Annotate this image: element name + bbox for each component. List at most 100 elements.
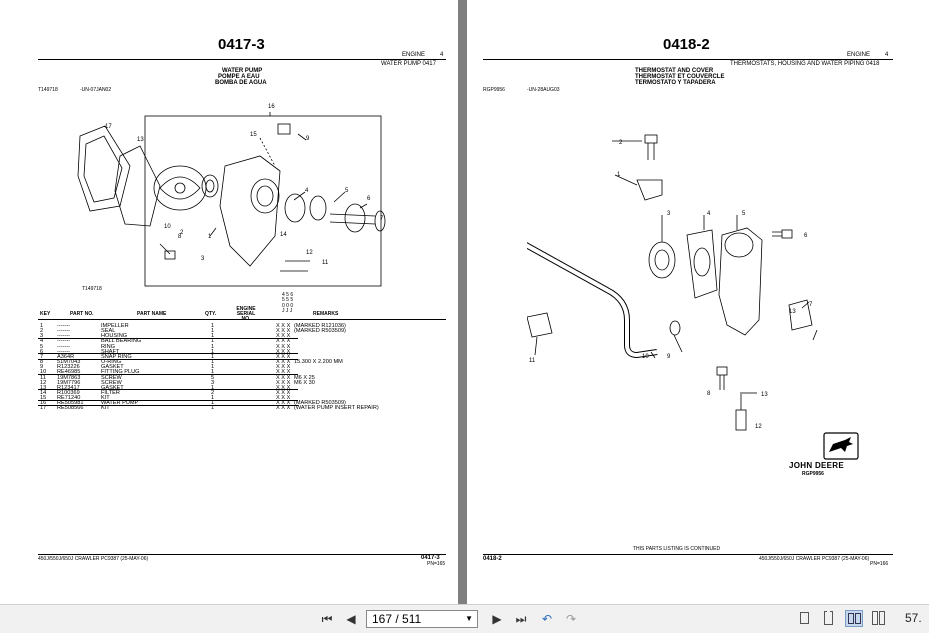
table-row-divider (38, 404, 298, 406)
left-footer-text: 450J/550J/650J CRAWLER PC9387 (25-MAY-06… (38, 556, 149, 562)
right-footer-page: 0418-2 (483, 556, 502, 562)
table-row-divider (38, 374, 298, 375)
table-row-divider (38, 337, 298, 339)
cell-qty: 1 (211, 369, 215, 376)
cell-remarks: (WATER PUMP INSERT REPAIR) (294, 405, 379, 412)
cell-qty: 1 (211, 343, 215, 350)
cell-x: X X X (276, 374, 291, 381)
cell-x: X X X (276, 395, 291, 402)
cell-qty: 1 (211, 338, 215, 345)
cell-x: X X X (276, 405, 291, 412)
right-title-en: THERMOSTAT AND COVER (635, 68, 714, 74)
right-section-number: 4 (885, 52, 889, 58)
left-document-page: 0417-3 ENGINE 4 WATER PUMP 0417 WATER PU… (0, 0, 458, 604)
cell-key: 7 (40, 353, 44, 360)
cell-part-no: RE508566 (57, 405, 84, 412)
last-page-button[interactable]: ⏭ (515, 612, 527, 626)
cell-part-no: ------- (57, 348, 71, 355)
cell-qty: 3 (211, 379, 215, 386)
cell-key: 16 (40, 400, 47, 407)
remarks-header: REMARKS (313, 311, 339, 317)
right-title-es: TERMOSTATO Y TAPADERA (635, 80, 716, 86)
svg-text:11: 11 (529, 358, 536, 364)
cell-remarks: M6 X 30 (294, 379, 315, 386)
cell-key: 10 (40, 369, 47, 376)
cell-x: X X X (276, 359, 291, 366)
svg-text:4: 4 (707, 211, 711, 217)
right-document-page: 0418-2 ENGINE 4 THERMOSTATS, HOUSING AND… (467, 0, 929, 604)
cell-key: 12 (40, 379, 47, 386)
svg-text:17: 17 (105, 124, 112, 130)
two-page-continuous-icon-right (879, 611, 885, 625)
left-footer-page: 0417-3 (421, 555, 440, 561)
zoom-level[interactable]: 57. (905, 611, 922, 625)
svg-text:6: 6 (367, 196, 371, 202)
cell-part-no: ------- (57, 333, 71, 340)
continuous-view-button[interactable] (820, 610, 838, 627)
left-footer-sub: PN=165 (427, 561, 446, 567)
cell-x: X X X (276, 369, 291, 376)
table-header-rule (38, 319, 446, 320)
cell-name: GASKET (101, 364, 124, 371)
cell-qty: 1 (211, 364, 215, 371)
right-header-rule (483, 59, 893, 60)
two-page-icon (848, 613, 854, 624)
left-illus-code: T149718 (38, 87, 58, 93)
cell-part-no: R123417 (57, 384, 80, 391)
table-row-divider (38, 353, 298, 355)
svg-text:2: 2 (180, 230, 184, 236)
forward-view-icon[interactable]: ↷ (565, 612, 577, 626)
cell-key: 1 (40, 323, 44, 329)
cell-x: X X X (276, 364, 291, 371)
single-page-view-button[interactable] (796, 610, 814, 627)
cell-name: KIT (101, 405, 110, 412)
svg-text:12: 12 (306, 250, 313, 256)
left-page-number: 0417-3 (218, 36, 265, 53)
cell-part-no: ------- (57, 323, 71, 329)
previous-page-button[interactable]: ◀ (346, 612, 356, 626)
cell-key: 14 (40, 389, 47, 396)
part-no-header: PART NO. (70, 311, 94, 317)
table-row-divider (38, 399, 298, 401)
svg-text:1: 1 (208, 234, 212, 240)
svg-text:3: 3 (201, 256, 205, 262)
right-group-title: THERMOSTATS, HOUSING AND WATER PIPING 04… (730, 61, 880, 67)
cell-name: KIT (101, 395, 110, 402)
viewer-toolbar: ⏮ ◀ 167 / 511 ▼ ▶ ⏭ ↶ ↷ 57. (0, 604, 929, 633)
back-view-icon[interactable]: ↶ (541, 612, 553, 626)
svg-text:11: 11 (322, 260, 329, 266)
two-page-view-button[interactable] (845, 610, 863, 627)
svg-text:13: 13 (789, 309, 796, 315)
cell-name: FITTING PLUG (101, 369, 140, 376)
two-page-continuous-button[interactable] (870, 610, 888, 627)
svg-text:12: 12 (755, 424, 762, 430)
cell-x: X X X (276, 323, 291, 329)
cell-part-no: R123226 (57, 364, 80, 371)
cell-qty: 1 (211, 384, 215, 391)
first-page-button[interactable]: ⏮ (321, 612, 333, 626)
cell-key: 4 (40, 338, 44, 345)
cell-remarks: 15.300 X 2.200 MM (294, 359, 343, 366)
page-selector[interactable]: 167 / 511 ▼ (366, 610, 478, 628)
continuous-page-icon (824, 611, 833, 625)
next-page-button[interactable]: ▶ (492, 612, 502, 626)
svg-text:7: 7 (809, 302, 813, 308)
cell-key: 8 (40, 359, 44, 366)
svg-text:6: 6 (804, 233, 808, 239)
left-section-label: ENGINE (402, 52, 426, 58)
svg-text:10: 10 (642, 354, 649, 360)
svg-text:8: 8 (707, 391, 711, 397)
cell-key: 3 (40, 333, 44, 340)
cell-name: GASKET (101, 384, 124, 391)
table-row-divider (38, 358, 298, 360)
cell-qty: 1 (211, 359, 215, 366)
svg-text:9: 9 (306, 136, 310, 142)
right-title-fr: THERMOSTAT ET COUVERCLE (635, 74, 725, 80)
